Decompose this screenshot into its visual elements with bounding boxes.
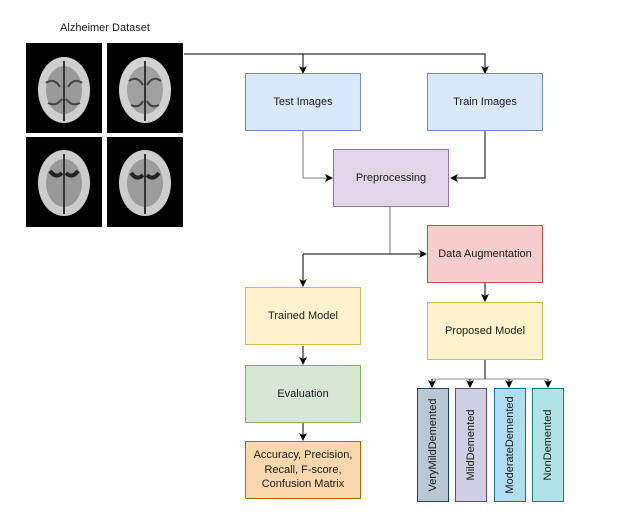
evaluation-label: Evaluation xyxy=(277,387,329,400)
edge-proposed-to-classes xyxy=(428,359,552,388)
edge-test-to-preprocessing xyxy=(302,131,333,182)
metrics-line-1: Accuracy, Precision, xyxy=(253,448,353,461)
train-images-node: Train Images xyxy=(427,73,543,131)
preprocessing-label: Preprocessing xyxy=(355,171,427,184)
class-label: MildDemented xyxy=(465,409,477,481)
brain-mri-image-1 xyxy=(26,43,102,133)
edge-train-to-preprocessing xyxy=(450,131,486,182)
edge-dataset-to-split xyxy=(184,53,489,74)
brain-mri-image-2 xyxy=(107,43,183,133)
class-moderate-demented: ModerateDemented xyxy=(494,388,526,502)
metrics-line-3: Confusion Matrix xyxy=(261,478,345,491)
preprocessing-node: Preprocessing xyxy=(333,149,449,207)
data-augmentation-node: Data Augmentation xyxy=(427,225,543,283)
proposed-model-node: Proposed Model xyxy=(427,302,543,360)
class-label: VeryMildDemented xyxy=(427,398,439,492)
test-images-label: Test Images xyxy=(273,95,333,108)
class-label: ModerateDemented xyxy=(504,396,516,494)
test-images-node: Test Images xyxy=(245,73,361,131)
trained-model-label: Trained Model xyxy=(268,309,338,322)
brain-mri-image-4 xyxy=(107,137,183,227)
class-label: NonDemented xyxy=(542,409,554,481)
brain-mri-image-3 xyxy=(26,137,102,227)
class-very-mild-demented: VeryMildDemented xyxy=(417,388,449,502)
evaluation-node: Evaluation xyxy=(245,365,361,423)
data-augmentation-label: Data Augmentation xyxy=(438,247,532,260)
dataset-title: Alzheimer Dataset xyxy=(60,22,150,34)
metrics-line-2: Recall, F-score, xyxy=(264,463,342,476)
trained-model-node: Trained Model xyxy=(245,287,361,345)
class-non-demented: NonDemented xyxy=(532,388,564,502)
proposed-model-label: Proposed Model xyxy=(444,324,526,337)
train-images-label: Train Images xyxy=(453,95,517,108)
class-mild-demented: MildDemented xyxy=(455,388,487,502)
metrics-node: Accuracy, Precision, Recall, F-score, Co… xyxy=(245,441,361,499)
